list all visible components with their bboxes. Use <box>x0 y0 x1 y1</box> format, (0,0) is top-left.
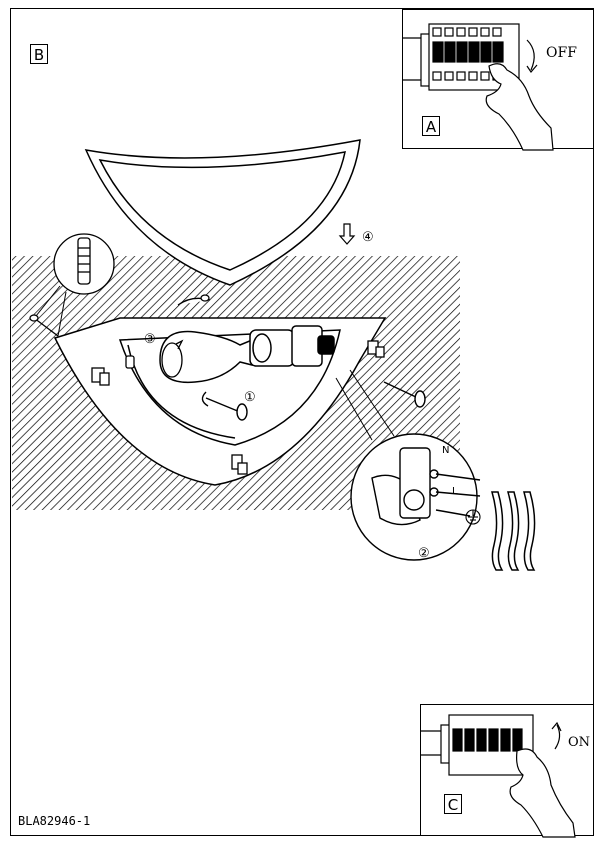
on-label: ON <box>568 735 591 750</box>
panel-letter-a: A <box>422 116 440 136</box>
rotate-arrow-icon <box>161 339 184 378</box>
wall-screw-top <box>177 294 211 306</box>
switch-off-panel <box>402 9 594 151</box>
screw-right-icon <box>383 381 426 408</box>
wiring-detail-callout <box>335 369 481 561</box>
step-3-label: ③ <box>144 332 156 347</box>
wall-screw-left <box>29 314 59 337</box>
mounting-clips <box>91 340 385 475</box>
hand-icon <box>485 63 554 151</box>
main-frame <box>10 8 594 836</box>
breaker-on-illustration <box>421 714 576 838</box>
rotate-arrow-icon <box>551 721 562 750</box>
panel-letter-b: B <box>30 44 48 64</box>
hand-icon <box>509 748 576 838</box>
wire-label-neutral: N <box>442 445 450 456</box>
wire-label-live: L <box>452 486 458 497</box>
off-label: OFF <box>546 45 577 61</box>
step-2-label: ② <box>418 546 430 561</box>
arrow-down-icon <box>338 223 356 245</box>
lamp-socket <box>249 325 335 367</box>
document-code: BLA82946-1 <box>18 814 91 828</box>
breaker-off-illustration <box>403 23 554 151</box>
ground-symbol-icon <box>465 509 481 525</box>
switch-on-panel <box>420 704 594 838</box>
screw-icon <box>201 391 248 421</box>
panel-letter-c: C <box>444 794 462 814</box>
dowel-icon <box>35 233 115 337</box>
step-4-label: ④ <box>362 230 374 245</box>
glass-shade <box>84 139 361 286</box>
rotate-arrow-icon <box>526 39 538 73</box>
supply-cables <box>491 491 536 571</box>
step-1-label: ① <box>244 390 256 405</box>
